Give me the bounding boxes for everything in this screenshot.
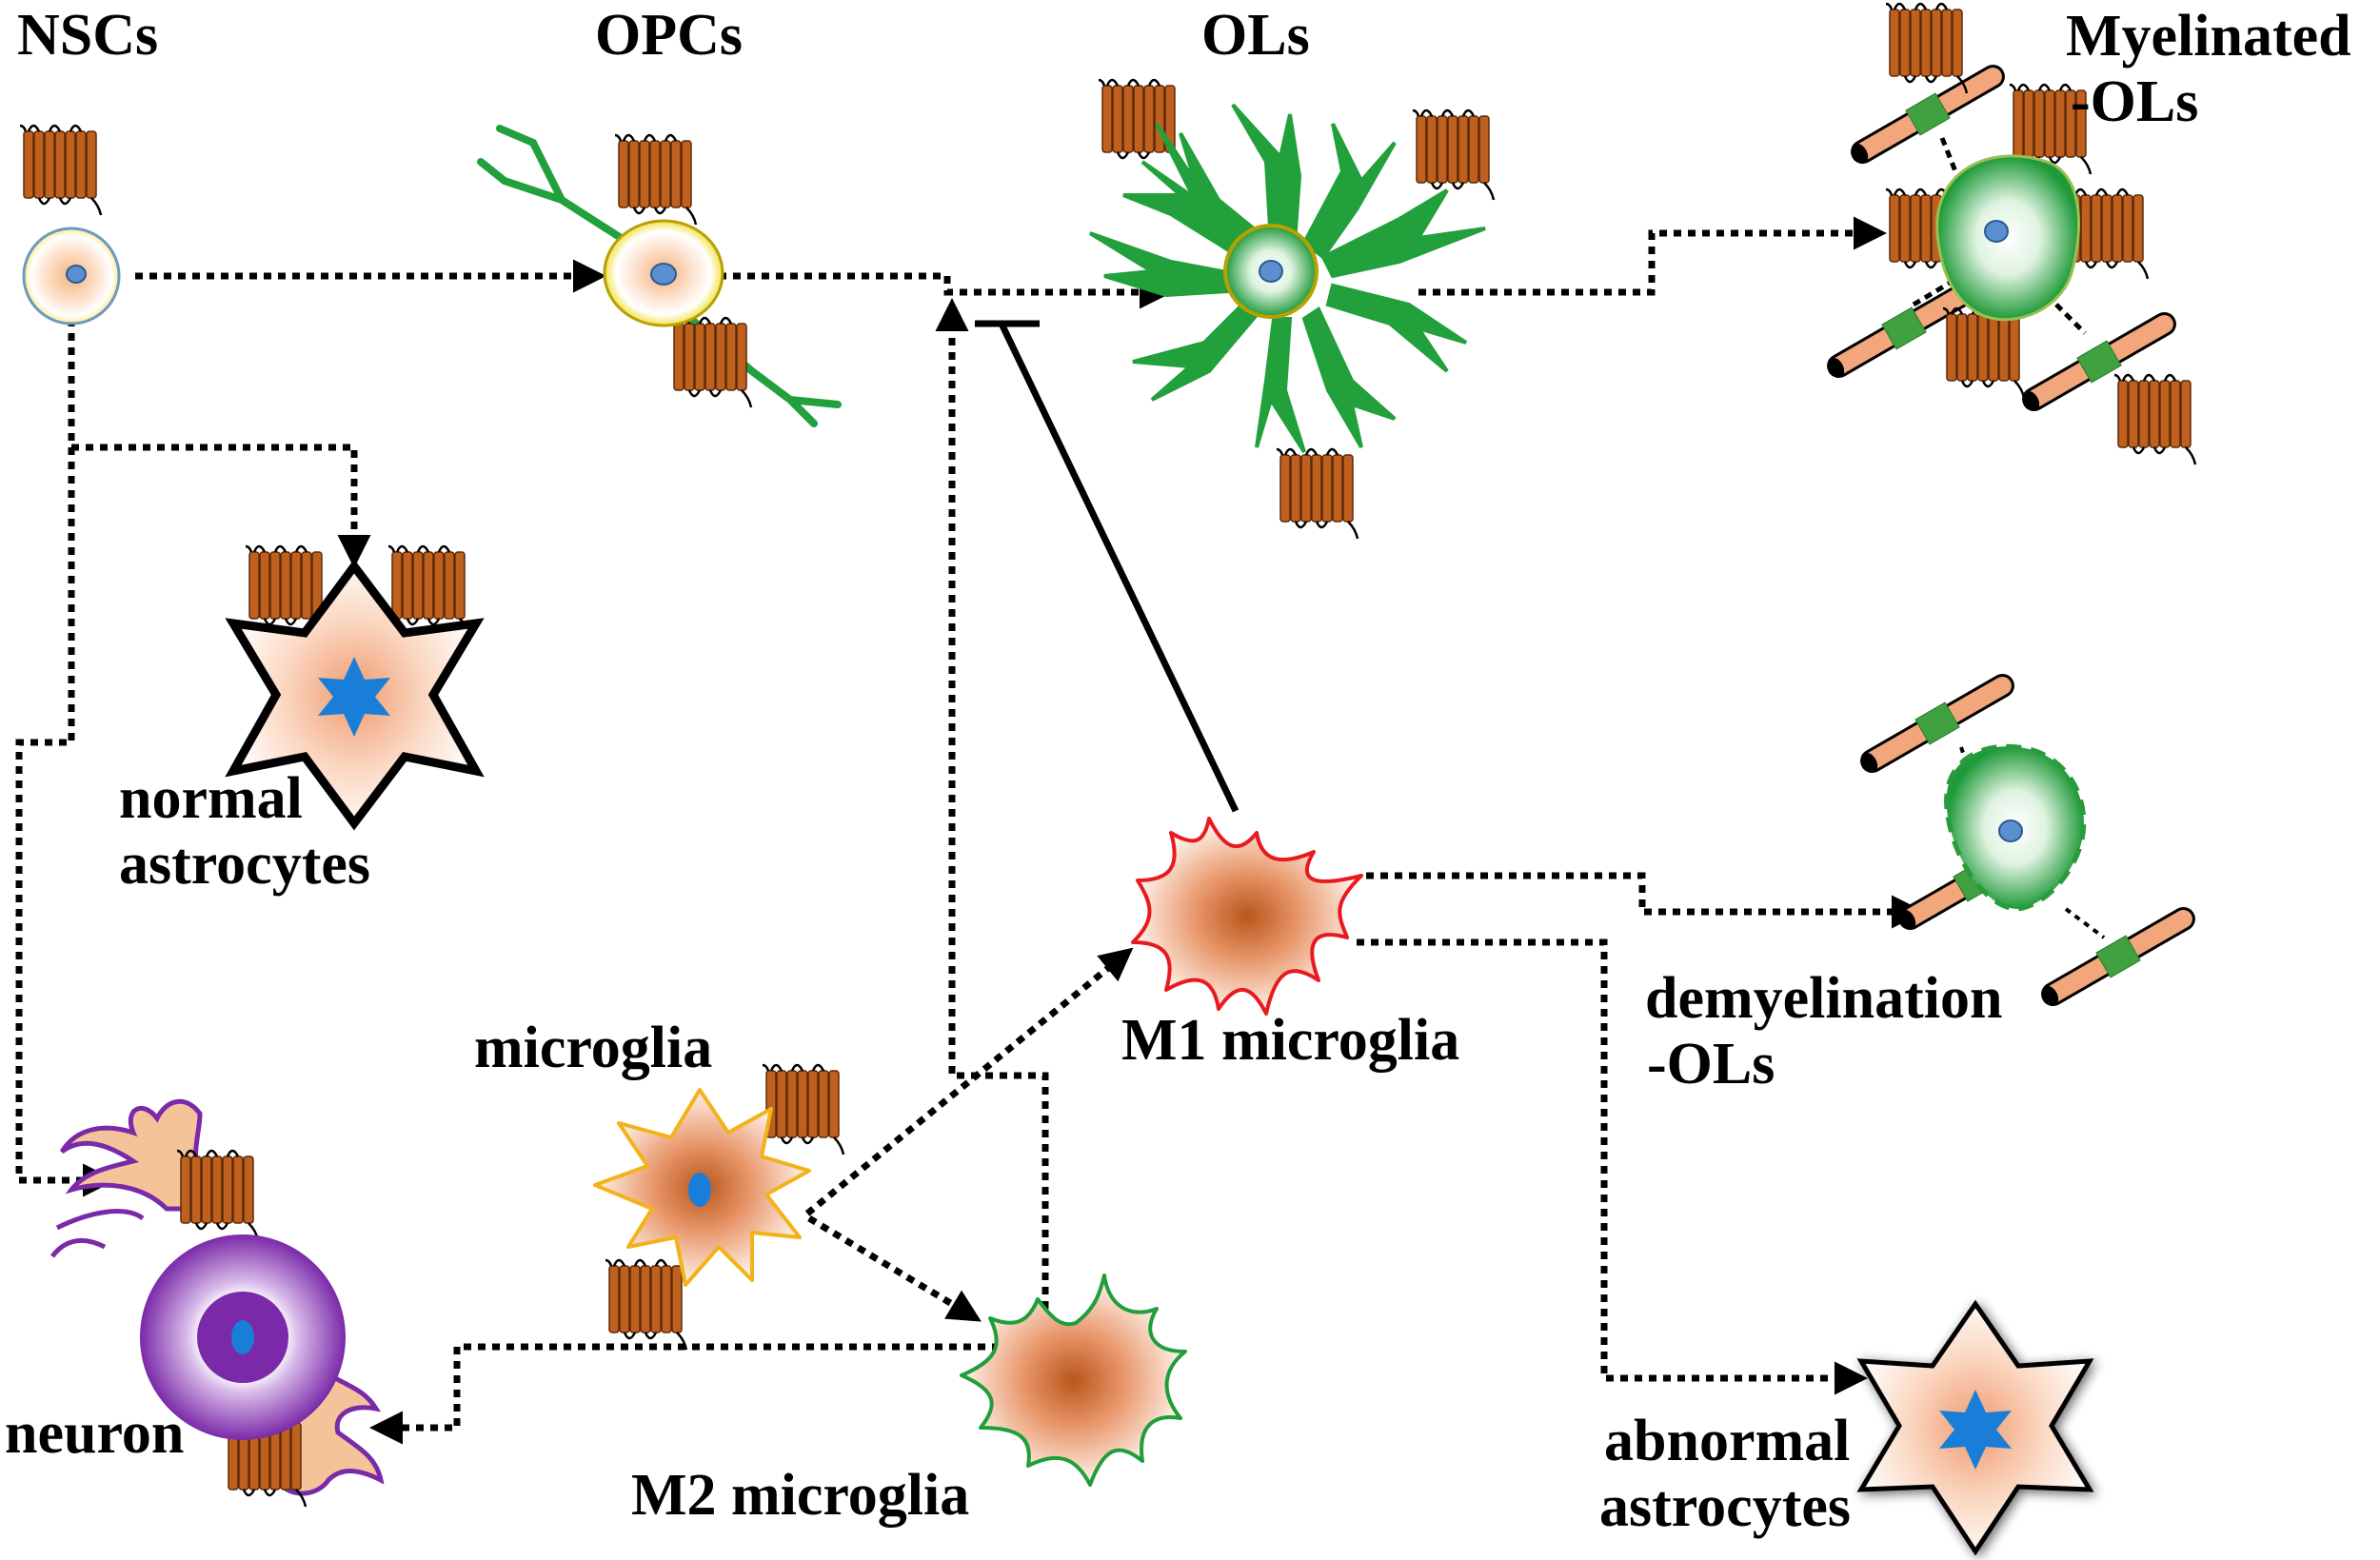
abnormal-astrocyte-cell xyxy=(1856,1299,2094,1556)
label-myelinated-line2: -OLs xyxy=(2071,69,2199,135)
m1-microglia-cell xyxy=(1131,817,1363,1016)
opc-cell xyxy=(477,125,842,427)
arrow-m2-to-neuron xyxy=(369,1343,1014,1445)
arrow-nsc-to-astrocyte xyxy=(68,319,371,568)
label-ols: OLs xyxy=(1201,3,1310,68)
inhibition-bar xyxy=(975,320,1240,813)
arrow-opc-to-ol xyxy=(719,272,1173,309)
label-myelinated-ols: Myelinated -OLs xyxy=(2066,4,2351,136)
ol-cell xyxy=(1088,78,1496,541)
arrow-nsc-to-neuron xyxy=(15,447,116,1197)
nsc-cell xyxy=(18,124,121,326)
label-nscs: NSCs xyxy=(17,3,159,68)
connectors xyxy=(15,216,1925,1445)
label-abnormal-astro-line1: abnormal xyxy=(1604,1409,1851,1473)
label-demyelination-ols: demyelination -OLs xyxy=(1645,966,2002,1098)
label-normal-astro-line1: normal xyxy=(119,766,303,831)
label-m1-microglia: M1 microglia xyxy=(1121,1008,1460,1073)
label-opcs: OPCs xyxy=(595,3,743,68)
microglia-cell xyxy=(593,1063,845,1352)
label-demyelination-line2: -OLs xyxy=(1647,1032,1775,1097)
arrow-m1-to-demyelination xyxy=(1366,872,1925,929)
arrow-ol-to-myelinated xyxy=(1418,216,1887,296)
label-m2-microglia: M2 microglia xyxy=(631,1463,970,1528)
arrow-microglia-to-m1 xyxy=(804,947,1134,1216)
label-microglia: microglia xyxy=(474,1016,713,1080)
myelinated-ol-cell xyxy=(1821,2,2197,466)
label-normal-astro-line2: astrocytes xyxy=(119,832,370,898)
label-neuron: neuron xyxy=(5,1401,185,1466)
label-demyelination-line1: demyelination xyxy=(1645,966,2003,1031)
m2-microglia-cell xyxy=(960,1274,1187,1487)
label-myelinated-line1: Myelinated xyxy=(2066,4,2351,69)
normal-astrocyte-cell xyxy=(225,544,485,831)
arrow-microglia-to-m2 xyxy=(807,1214,982,1322)
demyelination-ol-cell xyxy=(1854,666,2201,1014)
label-normal-astrocytes: normal astrocytes xyxy=(119,766,370,898)
label-abnormal-astrocytes: abnormal astrocytes xyxy=(1599,1409,1851,1541)
neuron-cell xyxy=(50,1098,385,1509)
arrow-m2-to-ol-pathway xyxy=(935,298,1049,1309)
label-abnormal-astro-line2: astrocytes xyxy=(1599,1474,1851,1540)
